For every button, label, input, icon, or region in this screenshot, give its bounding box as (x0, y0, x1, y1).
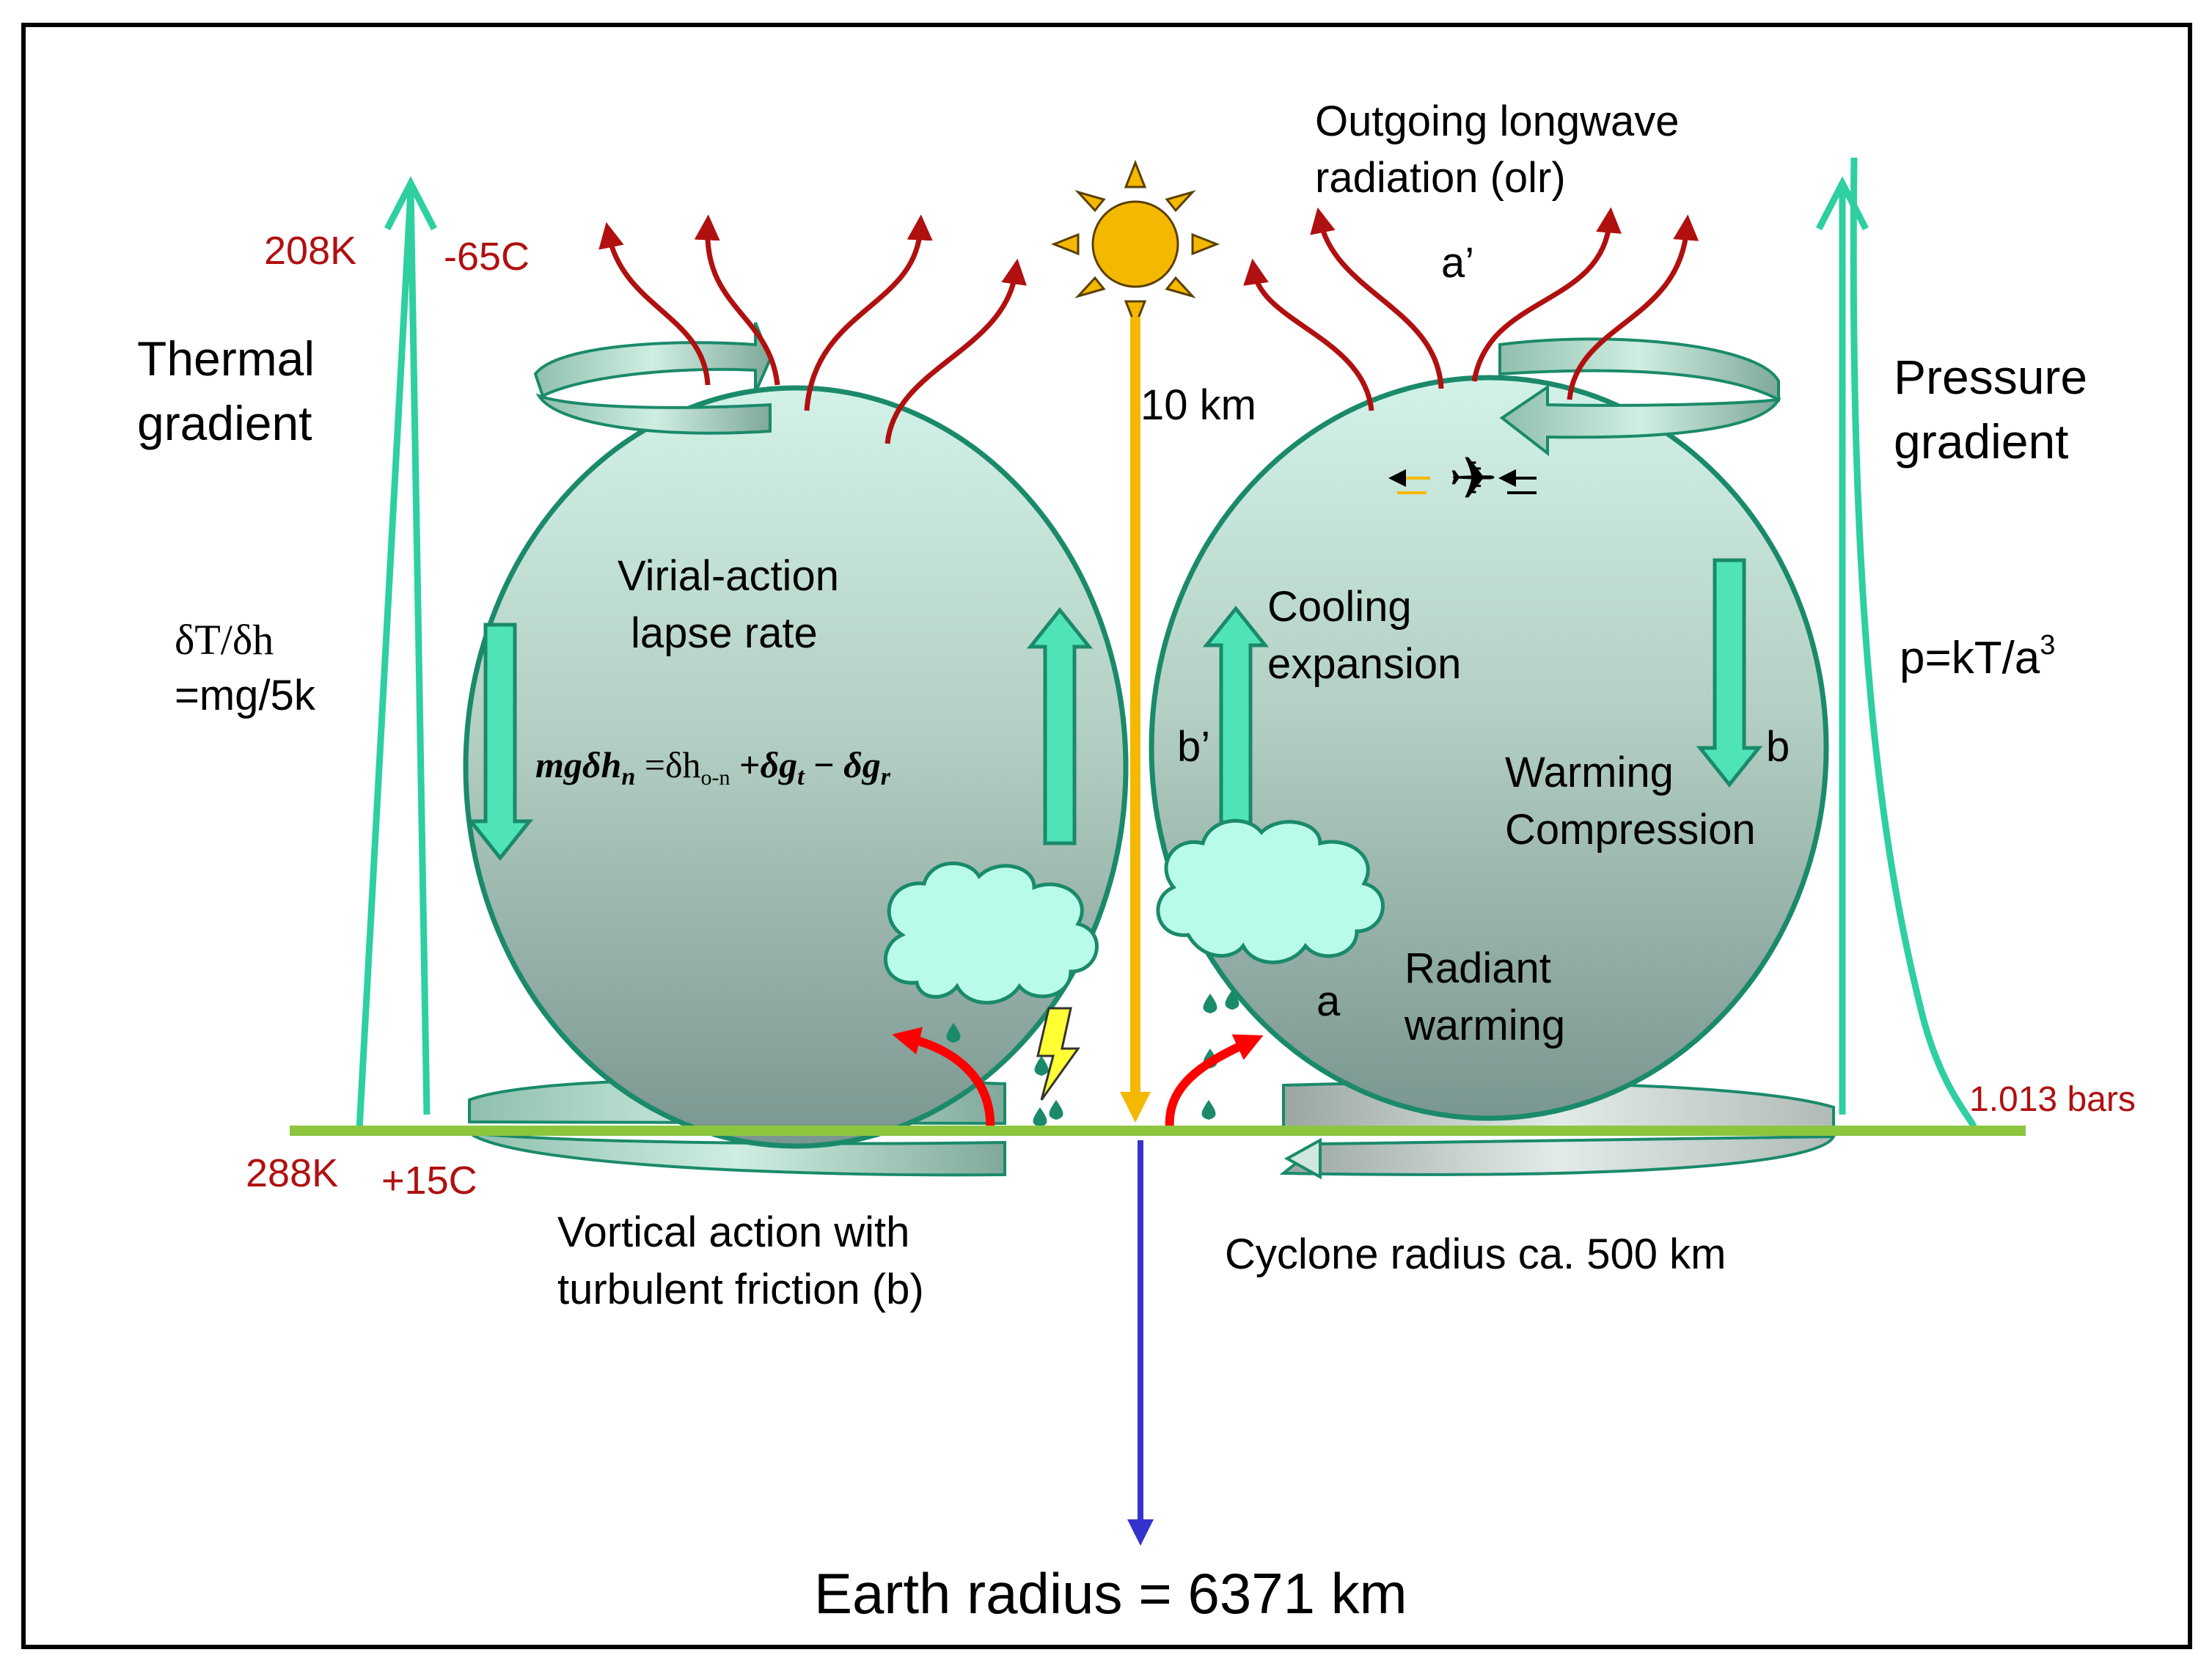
downdraft-arrow-left (466, 623, 534, 862)
b-label: b (1766, 723, 1790, 771)
vortical-label-line1: Vortical action with (557, 1208, 909, 1256)
virial-label-line1: Virial-action (618, 552, 839, 600)
temp-bottom-k: 288K (246, 1151, 338, 1195)
cooling-label-line2: expansion (1267, 640, 1461, 688)
lightning-icon (1036, 1007, 1080, 1101)
virial-equation: mgδhn =δho-n +δgt − δgr (535, 744, 891, 790)
temp-top-c: -65C (444, 235, 530, 279)
rotation-ring-left (533, 322, 772, 435)
olr-label-line2: radiation (olr) (1315, 154, 1566, 202)
lapse-rate-formula-line2: =mg/5k (175, 672, 316, 719)
cloud-icon (883, 861, 1099, 1005)
cloud-icon-right (1156, 819, 1385, 964)
cyclone-radius-label: Cyclone radius ca. 500 km (1225, 1230, 1726, 1278)
olr-label-line1: Outgoing longwave (1315, 98, 1680, 145)
virial-label-line2: lapse rate (631, 609, 818, 657)
temp-bottom-c: +15C (381, 1159, 477, 1203)
thermal-gradient-arrow (356, 176, 437, 1130)
raindrop-icon (946, 990, 1239, 1127)
thermal-gradient-line2: gradient (137, 396, 312, 450)
thermal-gradient-line1: Thermal (137, 331, 315, 386)
downdraft-arrow-right (1696, 558, 1763, 788)
earth-radius-label: Earth radius = 6371 km (814, 1561, 1407, 1626)
b-prime-label: b’ (1177, 723, 1210, 771)
pressure-gradient-line2: gradient (1894, 414, 2069, 469)
olr-arrows (598, 207, 1699, 444)
lapse-rate-formula-line1: δT/δh (175, 616, 274, 664)
warming-label-line1: Warming (1505, 749, 1674, 796)
warming-label-line2: Compression (1505, 806, 1756, 854)
pressure-gradient-arrow (1816, 157, 1977, 1133)
radiant-label-line1: Radiant (1405, 944, 1551, 992)
svg-text:✈: ✈ (1449, 446, 1498, 511)
vortical-label-line2: turbulent friction (b) (557, 1266, 924, 1313)
pressure-gradient-line1: Pressure (1894, 350, 2087, 404)
pressure-bottom-label: 1.013 bars (1969, 1080, 2136, 1119)
altitude-label: 10 km (1140, 381, 1256, 429)
airplane-icon: ✈ (1388, 446, 1537, 511)
warm-air-arrows (892, 1027, 1264, 1134)
rotation-ring-right (1498, 337, 1781, 457)
sun-icon (1050, 159, 1220, 329)
a-label: a (1316, 977, 1341, 1025)
gas-law-formula: p=kT/a3 (1900, 630, 2055, 683)
updraft-arrow-left (1026, 606, 1094, 845)
radiant-label-line2: warming (1404, 1002, 1565, 1049)
cooling-label-line1: Cooling (1267, 583, 1412, 631)
updraft-arrow-right (1202, 605, 1270, 845)
temp-top-k: 208K (264, 229, 356, 273)
a-prime-label: a’ (1441, 239, 1474, 287)
